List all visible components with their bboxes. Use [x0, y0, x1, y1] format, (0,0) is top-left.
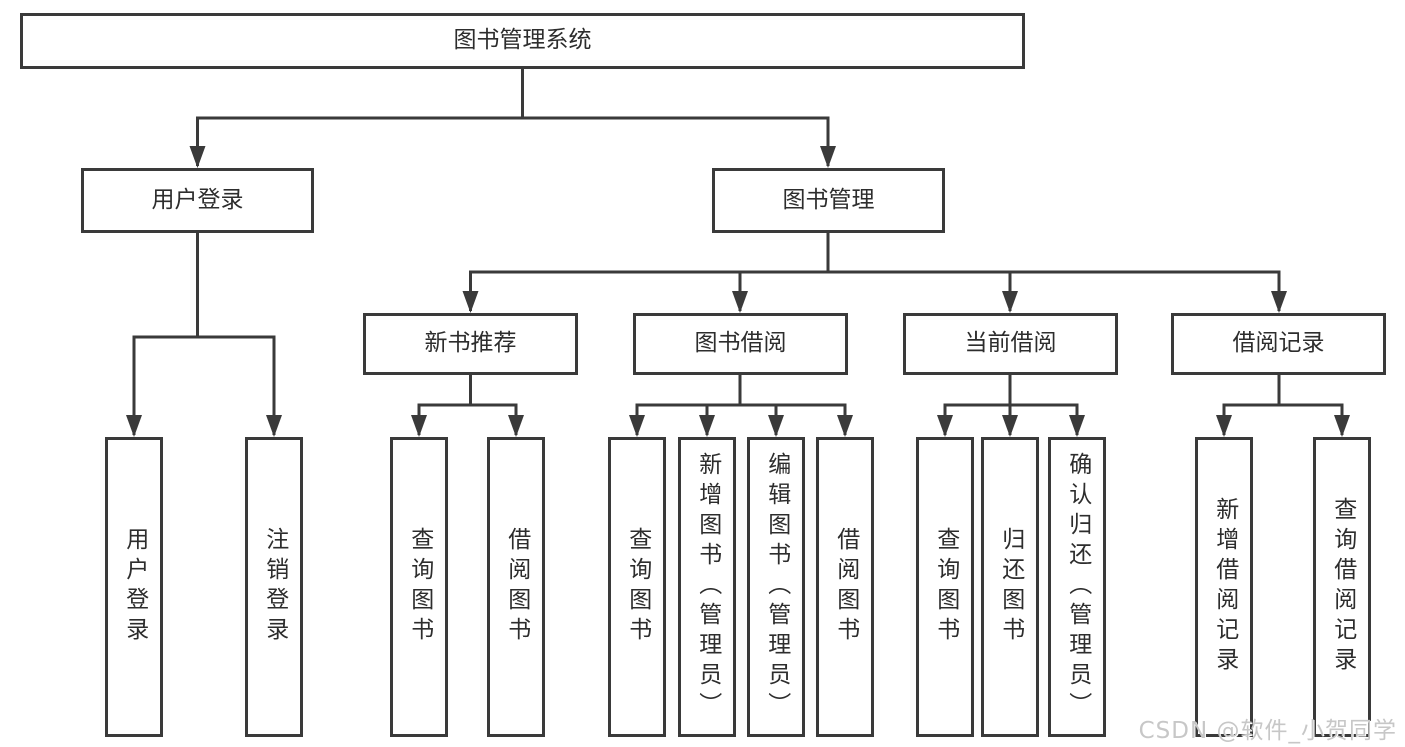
node-leaf-borrow-edit-books-admin: 编辑图书（管理员）: [747, 437, 805, 737]
csdn-watermark: CSDN @软件_小贺同学: [1138, 718, 1397, 744]
node-leaf-records-query-record: 查询借阅记录: [1313, 437, 1371, 737]
connector-book-management-to-level3: [462, 233, 1287, 313]
node-leaf-records-add-record: 新增借阅记录: [1195, 437, 1253, 737]
node-label: 新书推荐: [424, 330, 517, 357]
node-new-book-recommend: 新书推荐: [363, 313, 578, 375]
connector-new-book-recommend-to-leaves: [411, 375, 524, 437]
connector-root-to-level2: [189, 69, 836, 168]
node-label: 当前借阅: [964, 330, 1057, 357]
node-current-borrow: 当前借阅: [903, 313, 1118, 375]
node-leaf-borrow-add-books-admin: 新增图书（管理员）: [678, 437, 736, 737]
connector-user-login-to-leaves: [126, 233, 282, 437]
node-leaf-recommend-borrow-books: 借阅图书: [487, 437, 545, 737]
node-user-login: 用户登录: [81, 168, 314, 233]
node-leaf-user-login: 用户登录: [105, 437, 163, 737]
node-label: 图书管理系统: [453, 27, 592, 54]
node-root-library-system: 图书管理系统: [20, 13, 1025, 69]
node-leaf-current-confirm-return-admin: 确认归还（管理员）: [1048, 437, 1106, 737]
node-label: 借阅记录: [1232, 330, 1325, 357]
node-leaf-recommend-query-books: 查询图书: [390, 437, 448, 737]
node-leaf-current-return-books: 归还图书: [981, 437, 1039, 737]
node-leaf-borrow-borrow-books: 借阅图书: [816, 437, 874, 737]
node-leaf-logout: 注销登录: [245, 437, 303, 737]
node-leaf-borrow-query-books: 查询图书: [608, 437, 666, 737]
node-book-borrow: 图书借阅: [633, 313, 848, 375]
connector-book-borrow-to-leaves: [629, 375, 853, 437]
node-label: 图书借阅: [694, 330, 787, 357]
node-borrow-records: 借阅记录: [1171, 313, 1386, 375]
node-label: 图书管理: [782, 186, 875, 213]
connector-borrow-records-to-leaves: [1216, 375, 1350, 437]
node-leaf-current-query-books: 查询图书: [916, 437, 974, 737]
connector-current-borrow-to-leaves: [937, 375, 1085, 437]
node-label: 用户登录: [151, 186, 244, 213]
node-book-management: 图书管理: [712, 168, 945, 233]
